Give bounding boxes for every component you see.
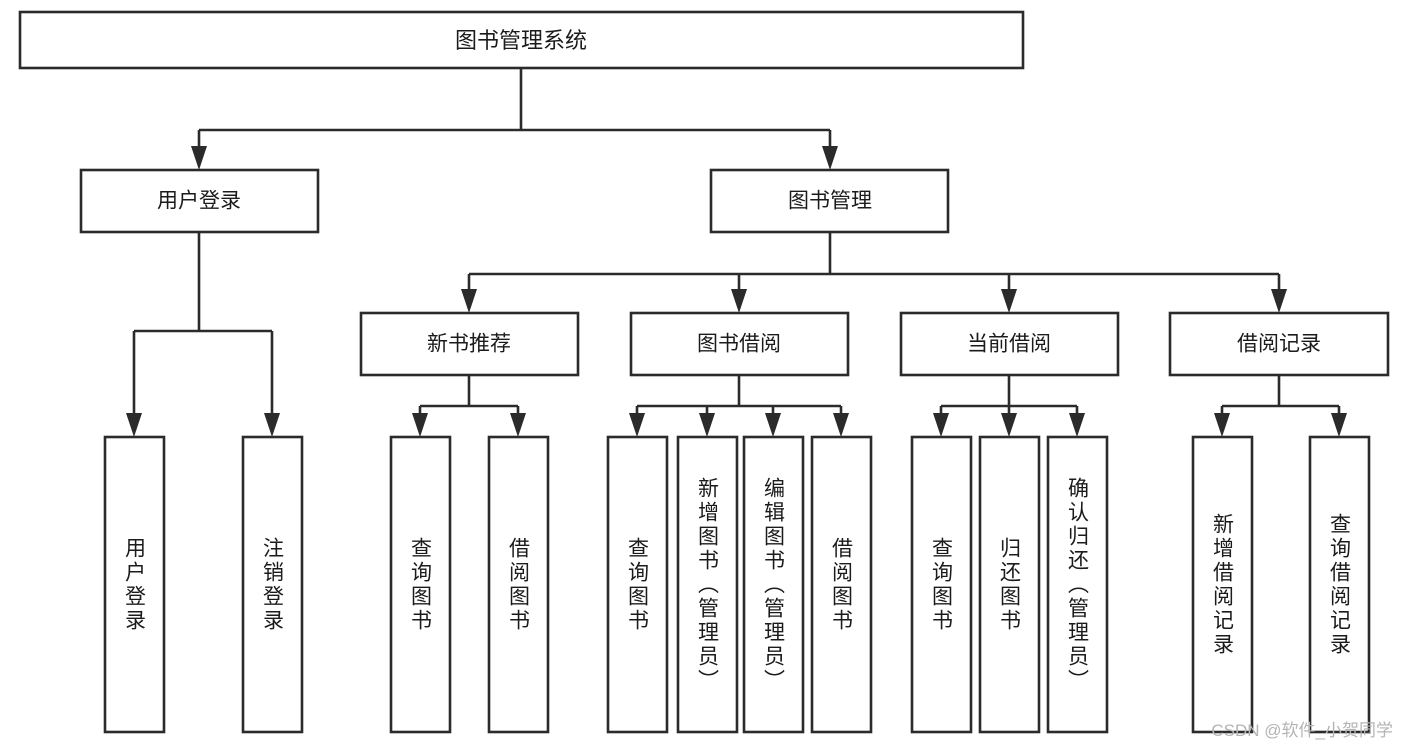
arrow-head-leaf-borrow-book-2 — [833, 413, 849, 437]
connector-group-root — [191, 68, 838, 170]
node-new-book-recommend-label: 新书推荐 — [427, 333, 511, 356]
leaf-query-book-1-label: 查询图书 — [409, 537, 433, 633]
leaf-query-book-1-box[interactable] — [389, 435, 452, 734]
node-borrow-record-box[interactable] — [1168, 311, 1390, 377]
arrow-head-leaf-add-book — [699, 413, 715, 437]
arrow-head-leaf-query-record — [1331, 413, 1347, 437]
leaf-return-book-box[interactable] — [978, 435, 1041, 734]
leaf-query-book-3-label: 查询图书 — [930, 537, 954, 633]
leaf-add-book-label: 新增图书（管理员） — [696, 477, 720, 693]
node-new-book-recommend[interactable]: 新书推荐 — [359, 311, 580, 377]
leaf-query-book-2[interactable]: 查询图书 — [606, 435, 669, 734]
node-borrow-record[interactable]: 借阅记录 — [1168, 311, 1390, 377]
arrow-head-leaf-query-book-2 — [629, 413, 645, 437]
leaf-edit-book-box[interactable] — [742, 435, 805, 734]
arrow-head-leaf-add-record — [1214, 413, 1230, 437]
leaf-user-login-label: 用户登录 — [123, 537, 147, 633]
arrow-head-leaf-borrow-book-1 — [510, 413, 526, 437]
leaf-confirm-return-box[interactable] — [1046, 435, 1109, 734]
leaf-borrow-book-2[interactable]: 借阅图书 — [810, 435, 873, 734]
node-book-management-label: 图书管理 — [788, 190, 872, 213]
leaf-query-book-1[interactable]: 查询图书 — [389, 435, 452, 734]
node-book-management[interactable]: 图书管理 — [709, 168, 950, 234]
node-new-book-recommend-box[interactable] — [359, 311, 580, 377]
leaf-query-record-label: 查询借阅记录 — [1328, 513, 1352, 657]
node-current-borrow-box[interactable] — [899, 311, 1120, 377]
leaf-query-book-2-box[interactable] — [606, 435, 669, 734]
leaf-borrow-book-1[interactable]: 借阅图书 — [487, 435, 550, 734]
node-root-box[interactable] — [18, 10, 1025, 70]
arrow-head-current-borrow — [1001, 289, 1017, 313]
connector-group-user-login — [126, 232, 280, 437]
node-book-borrow-label: 图书借阅 — [697, 333, 781, 356]
leaf-user-logout-label: 注销登录 — [261, 537, 285, 633]
leaf-query-record-box[interactable] — [1308, 435, 1371, 734]
arrow-head-new-book-recommend — [461, 289, 477, 313]
node-root[interactable]: 图书管理系统 — [18, 10, 1025, 70]
node-current-borrow[interactable]: 当前借阅 — [899, 311, 1120, 377]
leaf-return-book-label: 归还图书 — [998, 537, 1022, 633]
leaf-add-record[interactable]: 新增借阅记录 — [1191, 435, 1254, 734]
leaf-user-logout-box[interactable] — [241, 435, 304, 734]
leaf-borrow-book-1-label: 借阅图书 — [507, 537, 531, 633]
arrow-head-leaf-query-book-1 — [412, 413, 428, 437]
leaf-user-logout[interactable]: 注销登录 — [241, 435, 304, 734]
node-root-label: 图书管理系统 — [455, 28, 587, 53]
leaf-query-book-2-label: 查询图书 — [626, 537, 650, 633]
leaf-user-login[interactable]: 用户登录 — [103, 435, 166, 734]
arrow-head-user-login — [191, 146, 207, 170]
connector-group-book-borrow — [629, 375, 849, 437]
arrow-head-book-management — [822, 146, 838, 170]
leaf-confirm-return-label: 确认归还（管理员） — [1066, 477, 1090, 693]
arrow-head-leaf-user-login — [126, 413, 142, 437]
arrow-head-leaf-user-logout — [264, 413, 280, 437]
node-user-login-box[interactable] — [79, 168, 320, 234]
node-user-login[interactable]: 用户登录 — [79, 168, 320, 234]
connector-group-new-book-recommend — [412, 375, 526, 437]
arrow-head-leaf-query-book-3 — [933, 413, 949, 437]
leaf-query-record[interactable]: 查询借阅记录 — [1308, 435, 1371, 734]
arrow-head-book-borrow — [731, 289, 747, 313]
leaf-add-book-box[interactable] — [676, 435, 739, 734]
leaf-user-login-box[interactable] — [103, 435, 166, 734]
leaf-borrow-book-2-box[interactable] — [810, 435, 873, 734]
arrow-head-leaf-edit-book — [765, 413, 781, 437]
leaf-add-book[interactable]: 新增图书（管理员） — [676, 435, 739, 734]
node-book-management-box[interactable] — [709, 168, 950, 234]
connector-group-book-management — [461, 232, 1287, 313]
leaf-query-book-3[interactable]: 查询图书 — [910, 435, 973, 734]
node-current-borrow-label: 当前借阅 — [967, 333, 1051, 356]
node-borrow-record-label: 借阅记录 — [1237, 333, 1321, 356]
node-book-borrow-box[interactable] — [629, 311, 850, 377]
leaf-borrow-book-2-label: 借阅图书 — [830, 537, 854, 633]
connector-group-current-borrow — [933, 375, 1085, 437]
connector-group-borrow-record — [1214, 375, 1347, 437]
leaf-edit-book[interactable]: 编辑图书（管理员） — [742, 435, 805, 734]
node-book-borrow[interactable]: 图书借阅 — [629, 311, 850, 377]
arrow-head-leaf-return-book — [1001, 413, 1017, 437]
leaf-edit-book-label: 编辑图书（管理员） — [762, 477, 786, 693]
leaf-borrow-book-1-box[interactable] — [487, 435, 550, 734]
node-user-login-label: 用户登录 — [157, 190, 241, 213]
leaf-query-book-3-box[interactable] — [910, 435, 973, 734]
leaf-confirm-return[interactable]: 确认归还（管理员） — [1046, 435, 1109, 734]
arrow-head-leaf-confirm-return — [1069, 413, 1085, 437]
leaf-return-book[interactable]: 归还图书 — [978, 435, 1041, 734]
leaf-add-record-label: 新增借阅记录 — [1211, 513, 1235, 657]
leaf-add-record-box[interactable] — [1191, 435, 1254, 734]
arrow-head-borrow-record — [1271, 289, 1287, 313]
